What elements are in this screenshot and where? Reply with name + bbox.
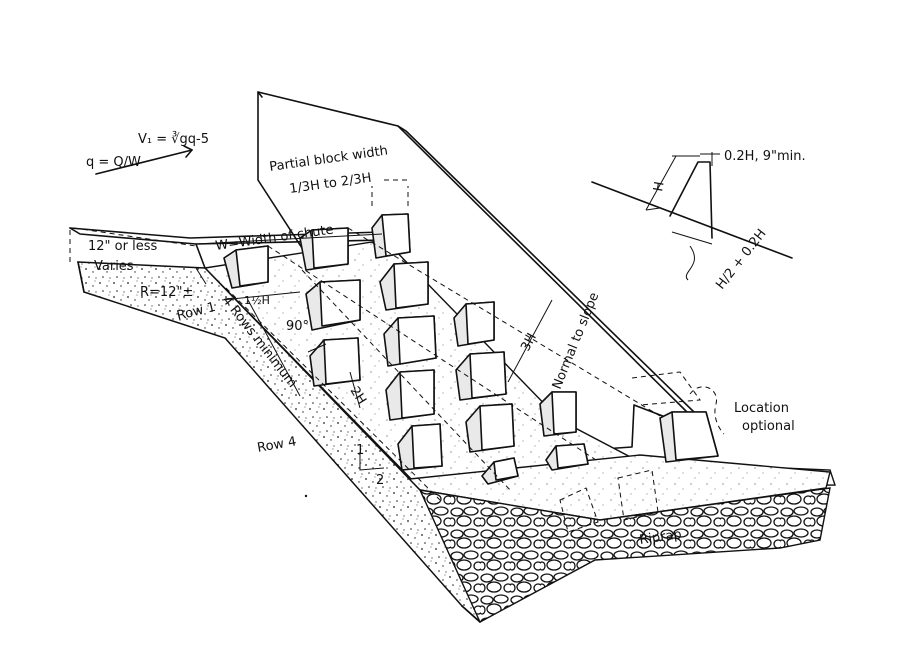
baffle-block [481,457,519,485]
riprap-label: Riprap [638,527,682,548]
detail-bottom-label: H/2 + 0.2H [713,226,769,292]
formula-arrow [95,145,193,175]
hidden-lines [69,179,725,533]
formula-v1-label: V₁ = ∛gq-5 [138,131,209,147]
dot [304,494,308,498]
varies-label: Varies [94,259,134,274]
slope-2-label: 2 [376,473,384,488]
baffle-detail [591,152,793,281]
detail-0.2h-label: 0.2H, 9"min. [724,149,806,164]
baffle-block [465,403,515,453]
location-label: Location [734,401,789,416]
three-h-label: 3H [518,331,540,354]
angle-90-label: 90° [286,319,309,334]
slope-1-label: 1 [356,443,364,458]
dimension-lines [195,233,553,471]
riprap [418,487,831,623]
optional-label: optional [742,419,795,434]
row-4-label: Row 4 [256,434,297,456]
end-sill-block [659,411,719,463]
baffle-block [397,423,443,471]
baffle-block [371,213,411,259]
baffle-block [383,315,437,367]
baffle-block [539,391,577,437]
detail-h-label: H [651,180,667,192]
baffle-block [299,227,349,271]
baffle-block [455,351,507,401]
baffle-block [379,261,429,311]
formula-q-label: q = Q/W [86,155,141,170]
baffle-block [309,337,361,387]
twelve-or-less-label: 12" or less [88,239,157,254]
baffle-block [223,245,269,289]
radius-label: R=12"± [140,285,193,300]
one-half-h-label: 1½H [244,294,270,307]
baffle-block [453,301,495,347]
baffle-block [385,369,435,421]
